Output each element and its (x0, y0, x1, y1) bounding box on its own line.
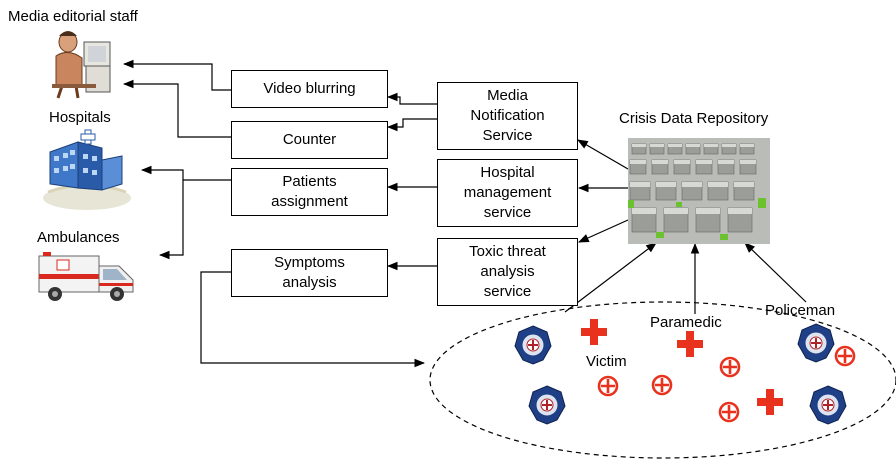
toxic-threat-box: Toxic threat analysis service (437, 238, 578, 306)
incident-scene-ellipse (429, 301, 896, 459)
hospitals-label: Hospitals (49, 109, 111, 126)
arrow-repo-to-toxic (578, 219, 629, 243)
hospital-management-line1: Hospital (480, 164, 535, 181)
victim-icon (719, 356, 741, 378)
hospital-management-line2: management (463, 184, 552, 201)
hospital-icon (43, 129, 131, 210)
victim-label: Victim (586, 353, 627, 370)
symptoms-analysis-line1: Symptoms (274, 254, 345, 271)
hospital-management-box: Hospital management service (437, 159, 578, 227)
media-staff-label: Media editorial staff (8, 8, 138, 25)
victim-icon (597, 375, 619, 397)
ambulances-label: Ambulances (37, 229, 120, 246)
victim-icon (651, 374, 673, 396)
counter-label: Counter (282, 131, 337, 148)
media-notification-box: Media Notification Service (437, 82, 578, 150)
police-badge-icon (528, 385, 566, 425)
arrow-media-to-counter (386, 118, 437, 132)
policeman-label: Policeman (765, 302, 836, 319)
toxic-threat-line1: Toxic threat (469, 243, 546, 260)
media-staff-icon (52, 31, 111, 99)
symptoms-analysis-line2: analysis (282, 274, 337, 291)
police-badge-icon (514, 325, 552, 365)
video-blurring-label: Video blurring (263, 80, 356, 97)
arrow-repo-to-media (577, 139, 629, 170)
police-badge-icon (809, 385, 847, 425)
media-notification-line2: Notification (470, 107, 545, 124)
arrow-media-to-blurring (386, 92, 437, 105)
counter-box: Counter (231, 121, 388, 159)
patients-assignment-line2: assignment (271, 193, 348, 210)
hospital-management-line3: service (483, 204, 532, 221)
toxic-threat-line3: service (483, 283, 532, 300)
ambulance-icon (38, 252, 134, 301)
victim-icon (718, 401, 740, 423)
toxic-threat-line2: analysis (480, 263, 535, 280)
patients-assignment-line1: Patients (282, 173, 337, 190)
arrow-scene-to-repo-right (744, 242, 807, 303)
paramedic-cross-icon (581, 319, 607, 345)
paramedic-cross-icon (757, 389, 783, 415)
media-notification-line3: Service (482, 127, 533, 144)
police-badge-icon (797, 323, 835, 363)
arrow-symptoms-to-scene (200, 271, 426, 368)
arrow-patients-to-hospitals (140, 165, 231, 181)
paramedic-cross-icon (677, 331, 703, 357)
symptoms-analysis-box: Symptoms analysis (231, 249, 388, 297)
arrow-blurring-to-staff (122, 59, 231, 91)
video-blurring-box: Video blurring (231, 70, 388, 108)
arrow-patients-to-ambulances (158, 180, 184, 260)
arrow-counter-to-staff (122, 79, 231, 138)
victim-icon (834, 345, 856, 367)
repository-label: Crisis Data Repository (619, 110, 769, 127)
paramedic-label: Paramedic (650, 314, 722, 331)
media-notification-line1: Media (487, 87, 528, 104)
arrow-scene-to-repo-left (564, 242, 657, 313)
server-farm-icon (628, 138, 770, 244)
patients-assignment-box: Patients assignment (231, 168, 388, 216)
